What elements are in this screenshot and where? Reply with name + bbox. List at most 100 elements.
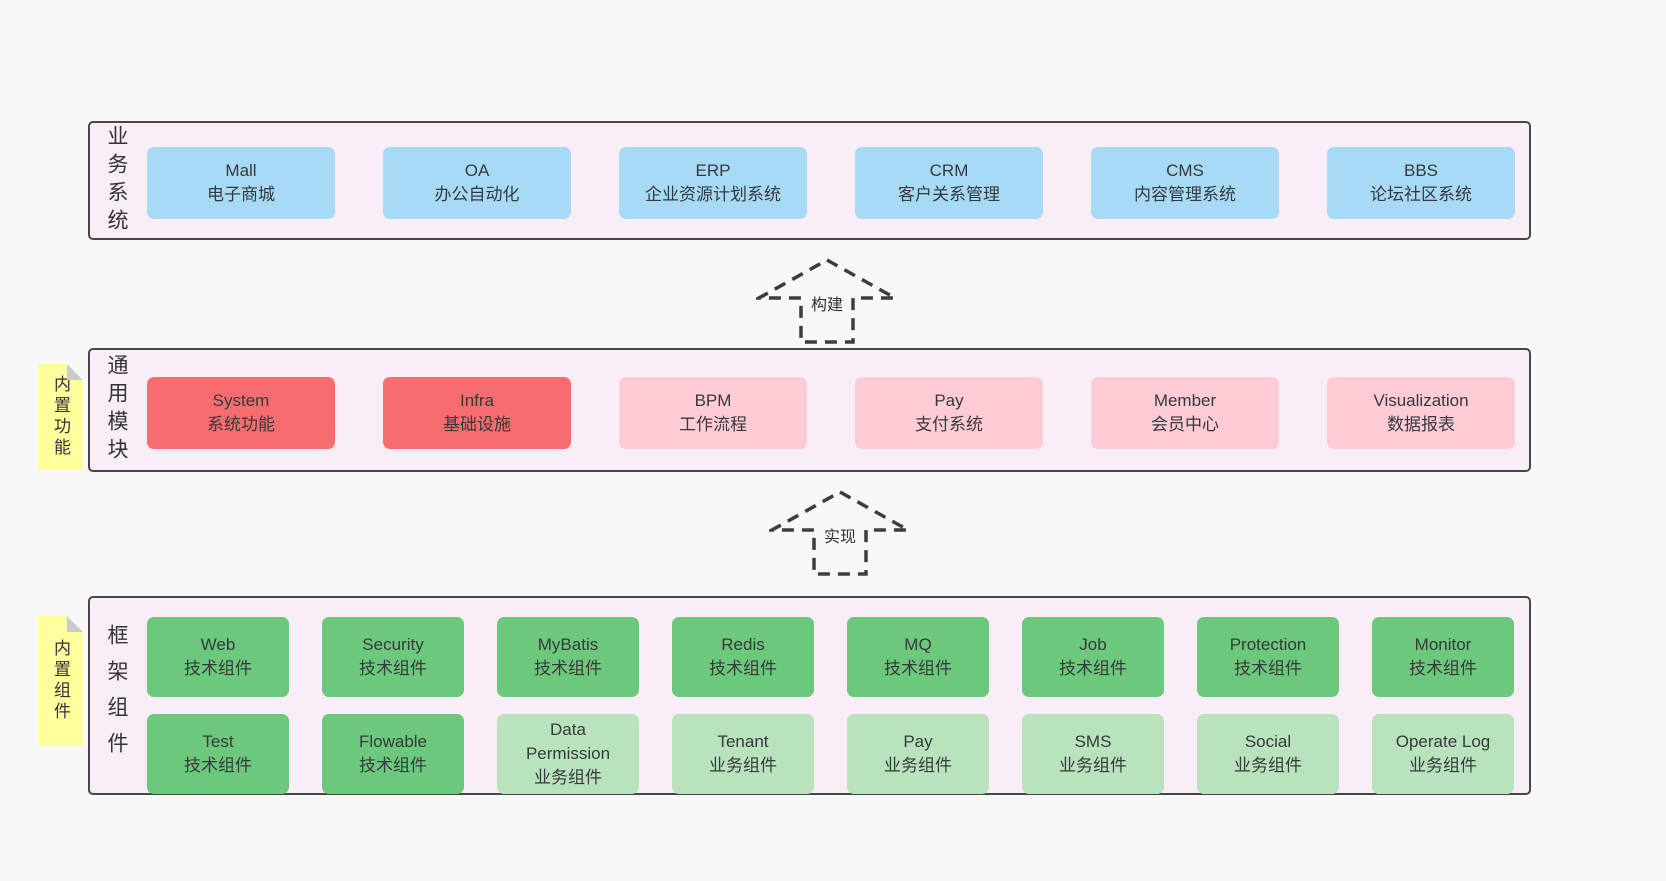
- box-web: Web 技术组件: [147, 617, 289, 697]
- box-subtitle: 业务组件: [1234, 756, 1302, 775]
- box-pay: Pay 支付系统: [855, 377, 1043, 449]
- box-security: Security 技术组件: [322, 617, 464, 697]
- layer-common-modules: 通用模块 System 系统功能 Infra 基础设施 BPM 工作流程 Pay…: [88, 348, 1531, 472]
- box-subtitle: 技术组件: [1234, 659, 1302, 678]
- box-subtitle: 论坛社区系统: [1370, 185, 1472, 204]
- box-subtitle: 数据报表: [1387, 415, 1455, 434]
- box-name: Test: [202, 731, 234, 751]
- box-visualization: Visualization 数据报表: [1327, 377, 1515, 449]
- box-tenant: Tenant 业务组件: [672, 714, 814, 794]
- box-subtitle: 技术组件: [184, 659, 252, 678]
- box-name: MQ: [904, 634, 932, 654]
- box-name: Mall: [225, 160, 257, 180]
- box-name: Protection: [1229, 634, 1307, 654]
- box-pay-component: Pay 业务组件: [847, 714, 989, 794]
- layer-framework-label: 框架组件: [105, 623, 128, 768]
- note-builtin-components: 内置组件: [38, 616, 83, 746]
- box-mybatis: MyBatis 技术组件: [497, 617, 639, 697]
- box-name: MyBatis: [537, 634, 599, 654]
- box-name: CRM: [929, 160, 969, 180]
- box-bbs: BBS 论坛社区系统: [1327, 147, 1515, 219]
- up-arrow-icon: [769, 489, 911, 576]
- note-builtin-features-label: 内置功能: [51, 375, 70, 459]
- layer-business-label: 业务系统: [105, 124, 128, 237]
- box-name: BBS: [1403, 160, 1439, 180]
- box-subtitle: 技术组件: [359, 659, 427, 678]
- box-name: CMS: [1166, 160, 1204, 180]
- box-subtitle: 技术组件: [709, 659, 777, 678]
- box-subtitle: 支付系统: [915, 415, 983, 434]
- box-subtitle: 业务组件: [884, 756, 952, 775]
- box-name: Member: [1153, 390, 1217, 410]
- box-name: Monitor: [1414, 634, 1472, 654]
- box-name: Security: [362, 634, 424, 654]
- box-subtitle: 技术组件: [1409, 659, 1477, 678]
- box-bpm: BPM 工作流程: [619, 377, 807, 449]
- business-box-row: Mall 电子商城 OA 办公自动化 ERP 企业资源计划系统 CRM 客户关系…: [147, 147, 1515, 219]
- box-infra: Infra 基础设施: [383, 377, 571, 449]
- modules-box-row: System 系统功能 Infra 基础设施 BPM 工作流程 Pay 支付系统…: [147, 377, 1515, 449]
- box-flowable: Flowable 技术组件: [322, 714, 464, 794]
- note-builtin-features: 内置功能: [38, 364, 83, 470]
- box-subtitle: 技术组件: [884, 659, 952, 678]
- box-name: Pay: [903, 731, 933, 751]
- box-mall: Mall 电子商城: [147, 147, 335, 219]
- box-name: Visualization: [1373, 390, 1469, 410]
- box-subtitle: 技术组件: [1059, 659, 1127, 678]
- box-subtitle: 电子商城: [207, 185, 275, 204]
- box-job: Job 技术组件: [1022, 617, 1164, 697]
- box-name: Pay: [934, 390, 964, 410]
- framework-box-row-2: Test 技术组件 Flowable 技术组件 Data Permission …: [147, 714, 1514, 794]
- box-name: Redis: [721, 634, 765, 654]
- box-name: OA: [464, 160, 490, 180]
- box-social: Social 业务组件: [1197, 714, 1339, 794]
- layer-framework-components: 框架组件 Web 技术组件 Security 技术组件 MyBatis 技术组件…: [88, 596, 1531, 795]
- box-subtitle: 系统功能: [207, 415, 275, 434]
- box-subtitle: 技术组件: [359, 756, 427, 775]
- box-subtitle: 业务组件: [1059, 756, 1127, 775]
- arrow-implement: 实现: [769, 489, 911, 577]
- layer-modules-label: 通用模块: [105, 354, 128, 466]
- box-name: Job: [1079, 634, 1107, 654]
- box-subtitle: 技术组件: [184, 756, 252, 775]
- box-crm: CRM 客户关系管理: [855, 147, 1043, 219]
- box-test: Test 技术组件: [147, 714, 289, 794]
- box-name: Data Permission: [525, 719, 611, 763]
- box-redis: Redis 技术组件: [672, 617, 814, 697]
- arrow-build: 构建: [756, 257, 898, 345]
- box-subtitle: 基础设施: [443, 415, 511, 434]
- note-builtin-components-label: 内置组件: [51, 639, 70, 723]
- box-subtitle: 客户关系管理: [898, 185, 1000, 204]
- box-subtitle: 会员中心: [1151, 415, 1219, 434]
- box-oa: OA 办公自动化: [383, 147, 571, 219]
- box-subtitle: 内容管理系统: [1134, 185, 1236, 204]
- box-member: Member 会员中心: [1091, 377, 1279, 449]
- box-name: Flowable: [358, 731, 428, 751]
- box-name: Infra: [459, 390, 495, 410]
- arrow-build-label: 构建: [806, 289, 848, 317]
- box-monitor: Monitor 技术组件: [1372, 617, 1514, 697]
- box-sms: SMS 业务组件: [1022, 714, 1164, 794]
- box-operate-log: Operate Log 业务组件: [1372, 714, 1514, 794]
- box-erp: ERP 企业资源计划系统: [619, 147, 807, 219]
- box-name: ERP: [695, 160, 731, 180]
- box-subtitle: 业务组件: [534, 768, 602, 788]
- layer-business-systems: 业务系统 Mall 电子商城 OA 办公自动化 ERP 企业资源计划系统 CRM…: [88, 121, 1531, 240]
- box-protection: Protection 技术组件: [1197, 617, 1339, 697]
- box-system: System 系统功能: [147, 377, 335, 449]
- arrow-implement-label: 实现: [819, 521, 861, 549]
- box-name: Tenant: [717, 731, 769, 751]
- box-data-permission: Data Permission 业务组件: [497, 714, 639, 794]
- box-subtitle: 技术组件: [534, 659, 602, 678]
- box-name: System: [212, 390, 270, 410]
- box-name: Operate Log: [1395, 731, 1491, 751]
- box-name: Social: [1244, 731, 1292, 751]
- box-subtitle: 企业资源计划系统: [645, 185, 781, 204]
- box-subtitle: 业务组件: [1409, 756, 1477, 775]
- up-arrow-icon: [756, 257, 898, 344]
- box-cms: CMS 内容管理系统: [1091, 147, 1279, 219]
- box-subtitle: 办公自动化: [434, 185, 520, 204]
- framework-box-row-1: Web 技术组件 Security 技术组件 MyBatis 技术组件 Redi…: [147, 617, 1514, 697]
- box-name: Web: [200, 634, 236, 654]
- box-name: BPM: [694, 390, 732, 410]
